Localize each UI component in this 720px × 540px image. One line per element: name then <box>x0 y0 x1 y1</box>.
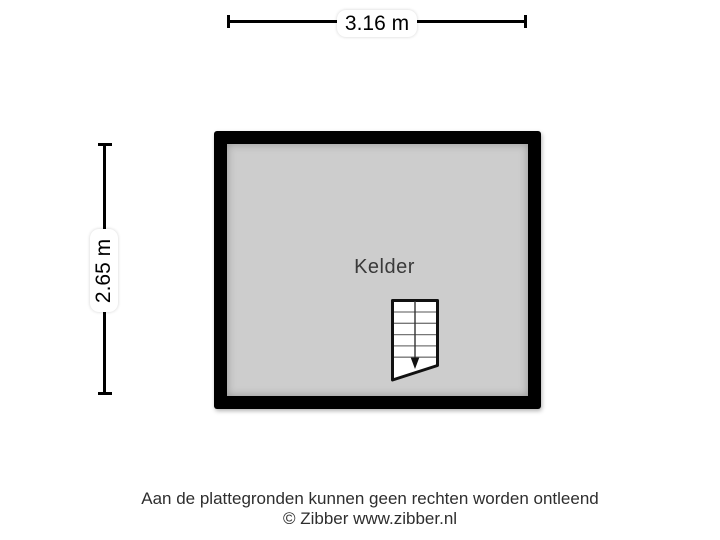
dimension-height-value: 2.65 m <box>92 238 116 303</box>
dimension-height-label: 2.65 m <box>90 229 118 312</box>
footer-copyright: © Zibber www.zibber.nl <box>282 509 458 528</box>
footer-disclaimer: Aan de plattegronden kunnen geen rechten… <box>141 489 599 508</box>
room-walls: Kelder <box>214 131 541 409</box>
dimension-width-label: 3.16 m <box>337 10 417 37</box>
room-name-label: Kelder <box>354 256 415 278</box>
dimension-left-tick-bottom <box>98 392 112 395</box>
room-floor: Kelder <box>227 144 528 396</box>
stairs-down-icon <box>391 299 439 382</box>
dimension-top-tick-right <box>524 15 527 28</box>
dimension-left-tick-top <box>98 143 112 146</box>
dimension-top-tick-left <box>227 15 230 28</box>
dimension-width-value: 3.16 m <box>344 11 410 35</box>
footer: Aan de plattegronden kunnen geen rechten… <box>20 489 720 529</box>
